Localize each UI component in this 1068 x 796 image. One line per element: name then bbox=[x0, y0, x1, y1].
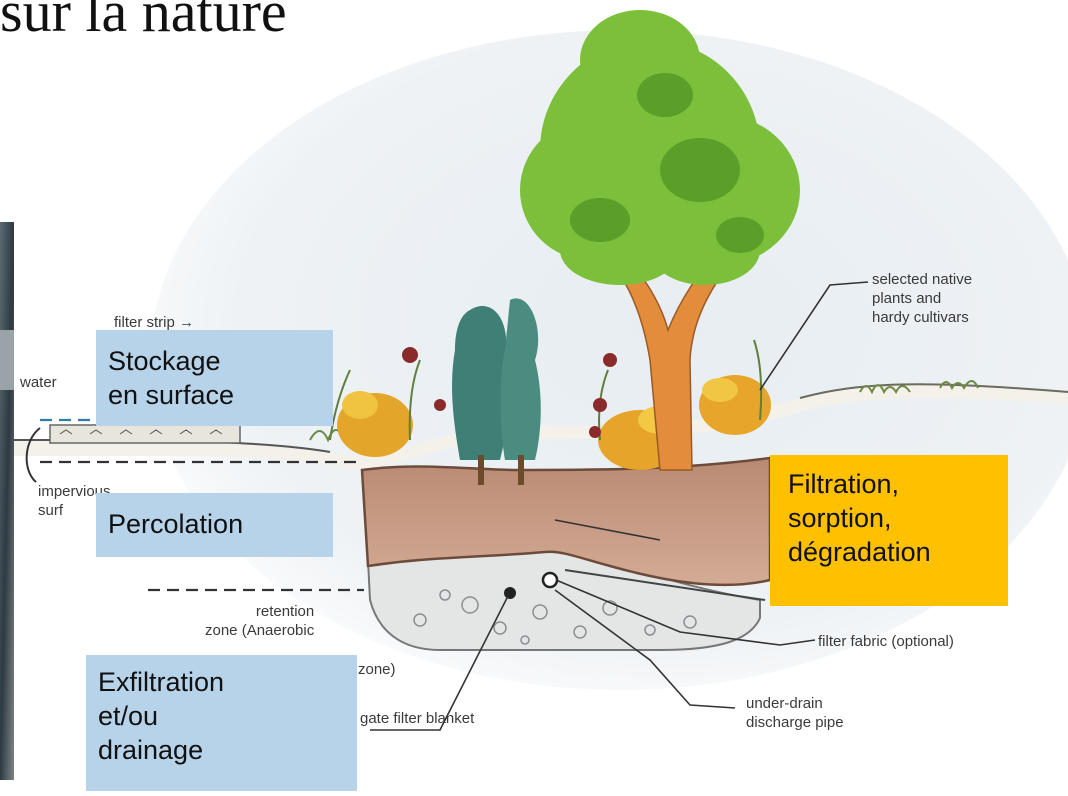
slide-title-fragment: sur la nature bbox=[0, 0, 287, 45]
callout-exfiltration: Exfiltration et/ou drainage bbox=[86, 655, 357, 791]
callout-percolation: Percolation bbox=[96, 493, 333, 557]
photo-edge bbox=[0, 222, 14, 780]
label-aggregate-filter-blanket: gate filter blanket bbox=[360, 709, 474, 728]
label-under-drain: under-drain discharge pipe bbox=[746, 694, 844, 732]
callout-filtration: Filtration, sorption, dégradation bbox=[770, 455, 1008, 606]
under-drain-pipe bbox=[543, 573, 557, 587]
callout-surface-storage: Stockage en surface bbox=[96, 330, 333, 426]
label-filter-fabric: filter fabric (optional) bbox=[818, 632, 954, 651]
label-retention-zone: retention zone (Anaerobic bbox=[205, 602, 314, 640]
cypress-trees bbox=[452, 298, 541, 485]
label-retention-zone-end: zone) bbox=[358, 660, 396, 679]
label-water: water bbox=[20, 373, 57, 392]
label-selected-native-plants: selected native plants and hardy cultiva… bbox=[872, 270, 972, 327]
